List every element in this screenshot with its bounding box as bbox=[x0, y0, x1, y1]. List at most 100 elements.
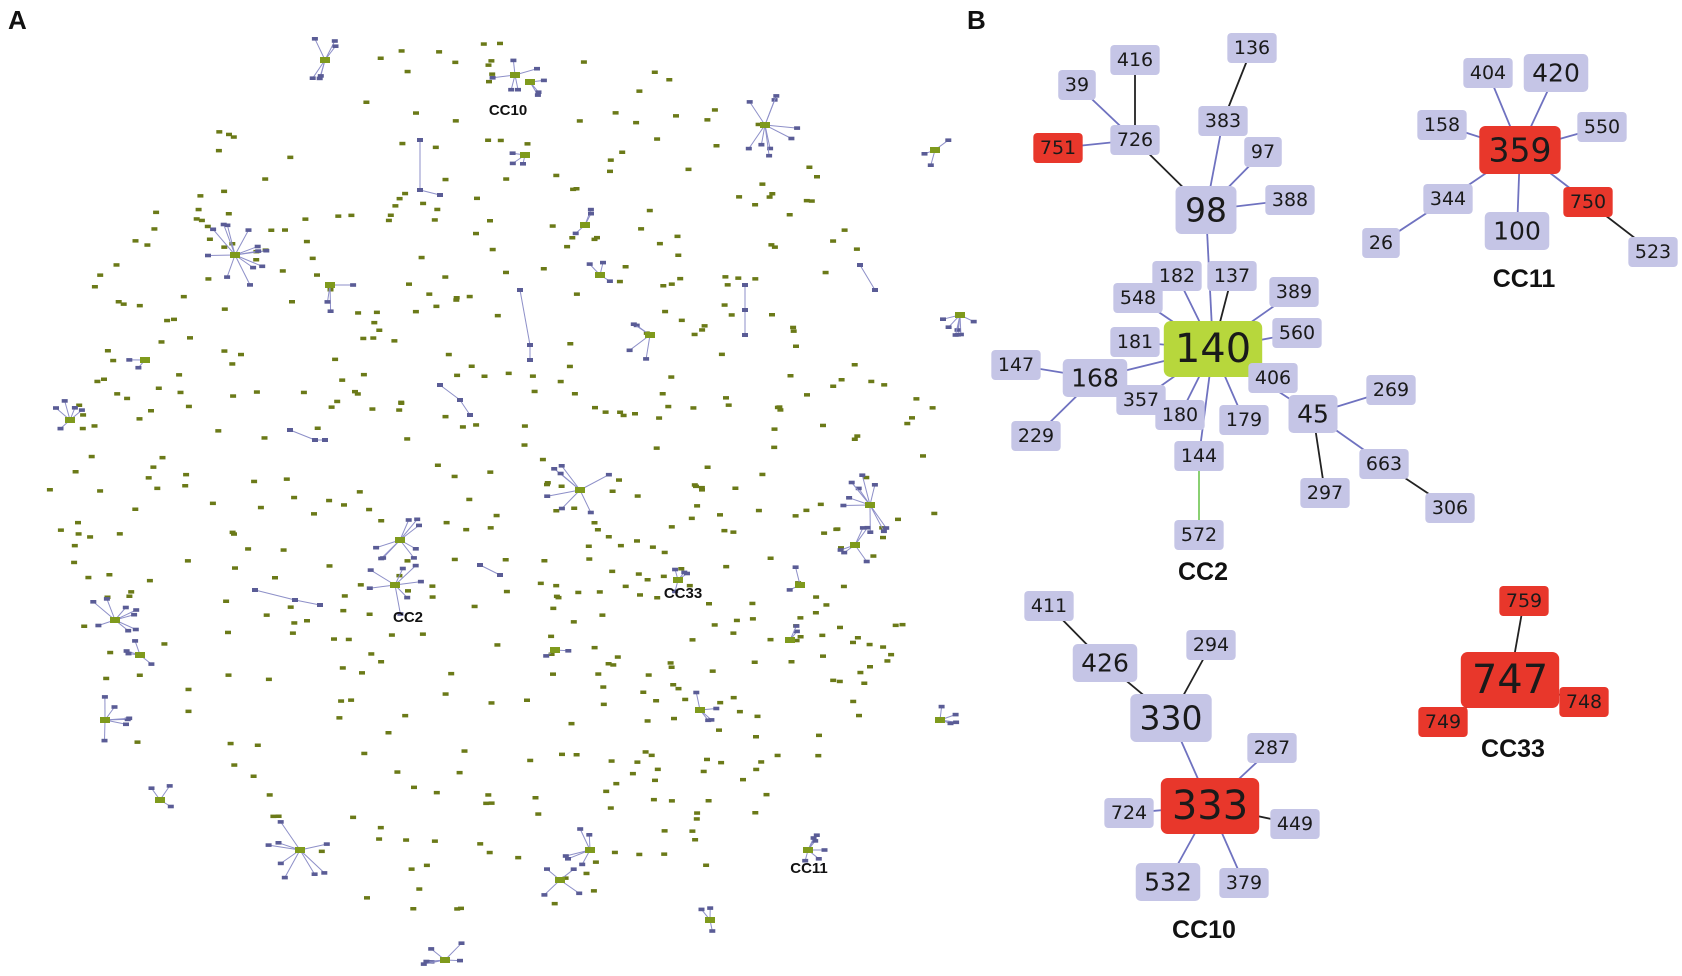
node-416[interactable]: 416 bbox=[1110, 45, 1160, 75]
singleton-node bbox=[521, 443, 528, 447]
node-383[interactable]: 383 bbox=[1198, 106, 1248, 136]
node-389[interactable]: 389 bbox=[1269, 277, 1319, 307]
node-330[interactable]: 330 bbox=[1130, 694, 1212, 742]
singleton-node bbox=[797, 616, 804, 620]
cluster-leaf bbox=[71, 406, 78, 410]
node-406[interactable]: 406 bbox=[1248, 363, 1298, 393]
node-411[interactable]: 411 bbox=[1024, 591, 1074, 621]
node-532[interactable]: 532 bbox=[1135, 863, 1201, 901]
node-548[interactable]: 548 bbox=[1113, 283, 1163, 313]
singleton-node bbox=[699, 328, 706, 332]
node-748[interactable]: 748 bbox=[1559, 687, 1609, 717]
cluster-leaf bbox=[126, 716, 133, 721]
singleton-node bbox=[97, 489, 104, 493]
singleton-node bbox=[205, 277, 212, 281]
node-404[interactable]: 404 bbox=[1463, 58, 1513, 88]
node-179[interactable]: 179 bbox=[1219, 405, 1269, 435]
singleton-node bbox=[326, 498, 333, 503]
node-297[interactable]: 297 bbox=[1300, 478, 1350, 508]
singleton-node bbox=[571, 506, 578, 510]
node-box bbox=[1175, 186, 1237, 234]
singleton-node bbox=[403, 838, 410, 842]
singleton-node bbox=[682, 697, 689, 702]
node-100[interactable]: 100 bbox=[1484, 212, 1550, 250]
node-137[interactable]: 137 bbox=[1207, 261, 1257, 291]
singleton-node bbox=[559, 752, 565, 757]
node-357[interactable]: 357 bbox=[1116, 385, 1166, 415]
singleton-node bbox=[666, 78, 673, 82]
node-287[interactable]: 287 bbox=[1247, 733, 1297, 763]
node-box bbox=[1198, 106, 1248, 136]
cluster-leaf bbox=[126, 358, 133, 362]
singleton-node bbox=[420, 201, 427, 206]
singleton-node bbox=[225, 673, 232, 677]
node-747[interactable]: 747 bbox=[1460, 652, 1560, 708]
node-523[interactable]: 523 bbox=[1628, 237, 1678, 267]
singleton-node bbox=[690, 406, 697, 410]
singleton-node bbox=[215, 148, 222, 153]
singleton-node bbox=[225, 630, 231, 635]
node-750[interactable]: 750 bbox=[1563, 187, 1613, 217]
node-726[interactable]: 726 bbox=[1110, 125, 1160, 155]
cluster-edge bbox=[851, 482, 871, 506]
node-749[interactable]: 749 bbox=[1418, 707, 1468, 737]
cluster-edge bbox=[579, 828, 591, 851]
node-379[interactable]: 379 bbox=[1219, 868, 1269, 898]
singleton-node bbox=[487, 219, 493, 223]
node-45[interactable]: 45 bbox=[1288, 395, 1338, 433]
cluster-leaf bbox=[417, 579, 424, 584]
node-572[interactable]: 572 bbox=[1174, 520, 1224, 550]
node-158[interactable]: 158 bbox=[1417, 110, 1467, 140]
node-147[interactable]: 147 bbox=[991, 350, 1041, 380]
cluster-center bbox=[135, 652, 145, 658]
node-box bbox=[1174, 441, 1224, 471]
node-136[interactable]: 136 bbox=[1227, 33, 1277, 63]
node-294[interactable]: 294 bbox=[1186, 630, 1236, 660]
node-box bbox=[1219, 405, 1269, 435]
singleton-node bbox=[356, 490, 363, 494]
singleton-node bbox=[758, 760, 765, 764]
node-344[interactable]: 344 bbox=[1423, 184, 1473, 214]
sequence-type-cluster bbox=[123, 639, 155, 666]
node-26[interactable]: 26 bbox=[1362, 228, 1400, 258]
node-359[interactable]: 359 bbox=[1479, 126, 1561, 174]
node-550[interactable]: 550 bbox=[1577, 112, 1627, 142]
node-759[interactable]: 759 bbox=[1499, 586, 1549, 616]
singleton-node bbox=[113, 263, 120, 267]
cluster-leaf bbox=[788, 136, 795, 141]
node-751[interactable]: 751 bbox=[1033, 133, 1083, 163]
node-560[interactable]: 560 bbox=[1272, 318, 1322, 348]
singleton-node bbox=[721, 528, 728, 533]
singleton-node bbox=[97, 273, 104, 277]
node-229[interactable]: 229 bbox=[1011, 421, 1061, 451]
node-724[interactable]: 724 bbox=[1104, 798, 1154, 828]
node-box bbox=[1270, 809, 1320, 839]
singleton-node bbox=[502, 558, 509, 562]
node-168[interactable]: 168 bbox=[1062, 359, 1128, 397]
singleton-node bbox=[685, 167, 692, 172]
node-420[interactable]: 420 bbox=[1523, 54, 1589, 92]
node-306[interactable]: 306 bbox=[1425, 493, 1475, 523]
node-140[interactable]: 140 bbox=[1163, 321, 1263, 377]
node-333[interactable]: 333 bbox=[1160, 778, 1260, 834]
singleton-node bbox=[399, 141, 406, 146]
node-388[interactable]: 388 bbox=[1265, 185, 1315, 215]
node-663[interactable]: 663 bbox=[1359, 449, 1409, 479]
singleton-node bbox=[704, 757, 710, 762]
singleton-node bbox=[753, 735, 759, 739]
singleton-node bbox=[432, 145, 439, 150]
node-426[interactable]: 426 bbox=[1072, 644, 1138, 682]
node-97[interactable]: 97 bbox=[1244, 137, 1282, 167]
node-182[interactable]: 182 bbox=[1152, 261, 1202, 291]
node-180[interactable]: 180 bbox=[1155, 400, 1205, 430]
singleton-node bbox=[106, 573, 113, 577]
node-39[interactable]: 39 bbox=[1058, 70, 1096, 100]
node-144[interactable]: 144 bbox=[1174, 441, 1224, 471]
node-181[interactable]: 181 bbox=[1110, 327, 1160, 357]
cluster-center bbox=[673, 577, 683, 583]
node-98[interactable]: 98 bbox=[1175, 186, 1237, 234]
node-449[interactable]: 449 bbox=[1270, 809, 1320, 839]
cluster-leaf bbox=[927, 163, 934, 167]
node-269[interactable]: 269 bbox=[1366, 375, 1416, 405]
cluster-leaf bbox=[952, 712, 959, 717]
